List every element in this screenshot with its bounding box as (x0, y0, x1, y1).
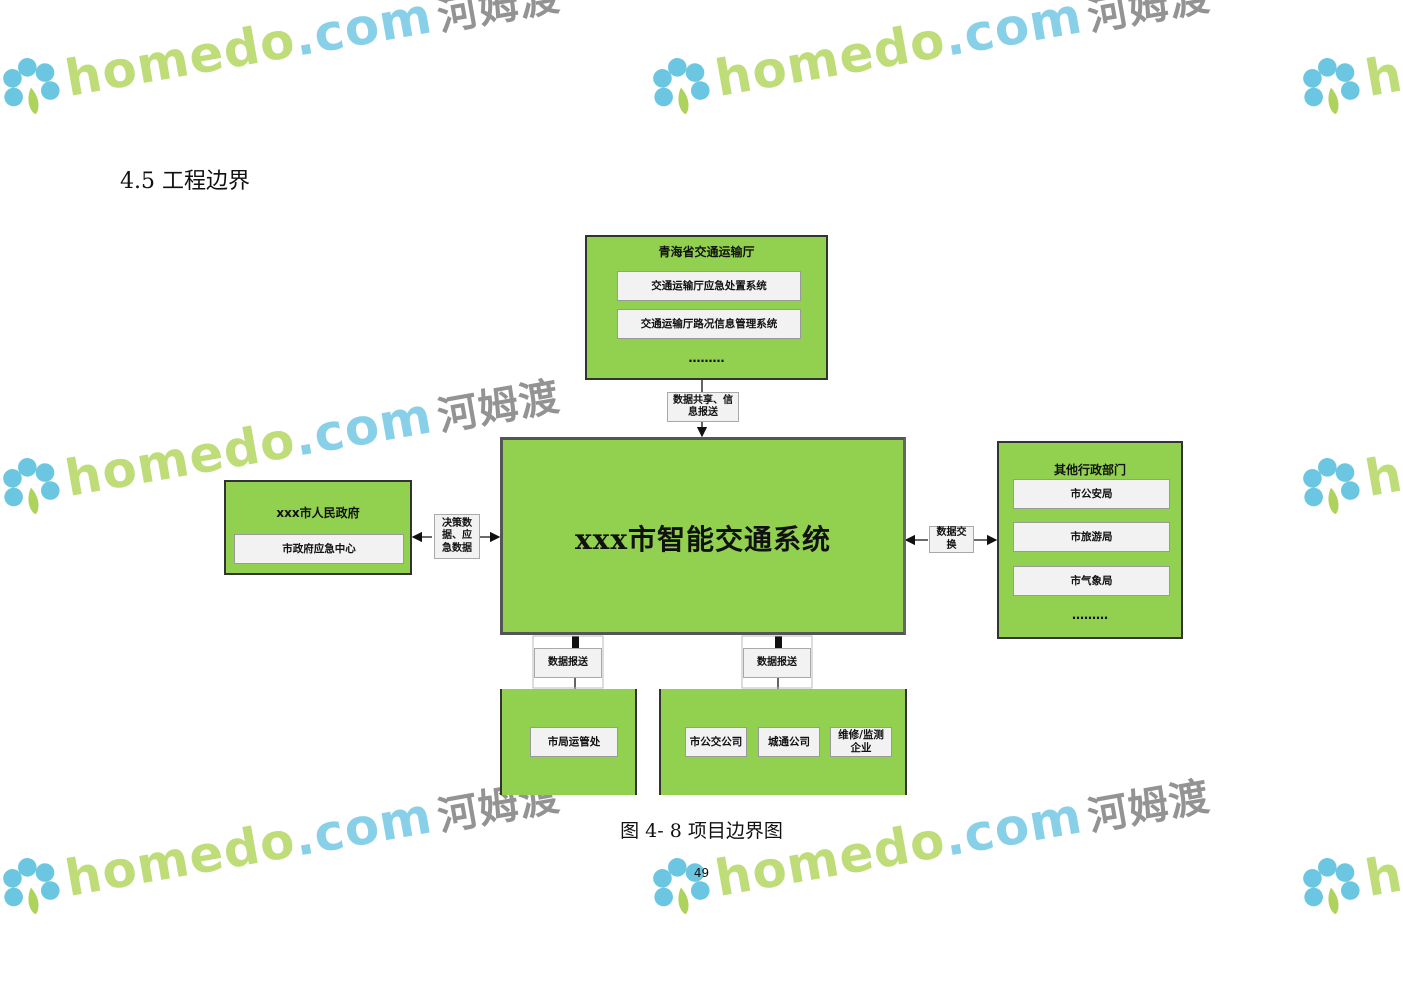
center-system-title: xxx市智能交通系统 (574, 523, 832, 556)
right-item: 市气象局 (1013, 566, 1170, 596)
center-system-box: xxx市智能交通系统 (500, 437, 906, 635)
bottom-right-item: 维修/监测企业 (830, 727, 892, 757)
edge-label-right: 数据交换 (929, 526, 974, 553)
top-department-box: 青海省交通运输厅 交通运输厅应急处置系统 交通运输厅路况信息管理系统 ……… (585, 235, 828, 380)
left-item: 市政府应急中心 (234, 534, 404, 564)
top-item: 交通运输厅路况信息管理系统 (617, 309, 801, 339)
bottom-right-item: 市公交公司 (685, 727, 747, 757)
right-item: 市旅游局 (1013, 522, 1170, 552)
bottom-left-item: 市局运管处 (530, 727, 618, 757)
top-item: 交通运输厅应急处置系统 (617, 271, 801, 301)
bottom-left-box: 市局运管处 (500, 689, 637, 795)
right-item: 市公安局 (1013, 479, 1170, 509)
right-more: ……… (1072, 608, 1108, 622)
right-departments-box: 其他行政部门 市公安局 市旅游局 市气象局 ……… (997, 441, 1183, 639)
bottom-right-item: 城通公司 (758, 727, 820, 757)
top-department-title: 青海省交通运输厅 (658, 245, 755, 259)
figure-caption: 图 4- 8 项目边界图 (620, 820, 783, 842)
edge-label-bottom-left: 数据报送 (534, 648, 602, 678)
right-departments-title: 其他行政部门 (1053, 463, 1126, 477)
left-government-title: xxx市人民政府 (276, 506, 360, 520)
top-more: ……… (688, 351, 725, 365)
edge-label-bottom-right: 数据报送 (743, 648, 811, 678)
edge-label-top: 数据共享、信息报送 (667, 392, 739, 422)
left-government-box: xxx市人民政府 市政府应急中心 (224, 480, 412, 575)
edge-label-left: 决策数据、应急数据 (434, 514, 480, 559)
section-heading: 4.5 工程边界 (120, 169, 250, 194)
bottom-right-box: 市公交公司 城通公司 维修/监测企业 (659, 689, 907, 795)
page-number: 49 (693, 866, 710, 880)
